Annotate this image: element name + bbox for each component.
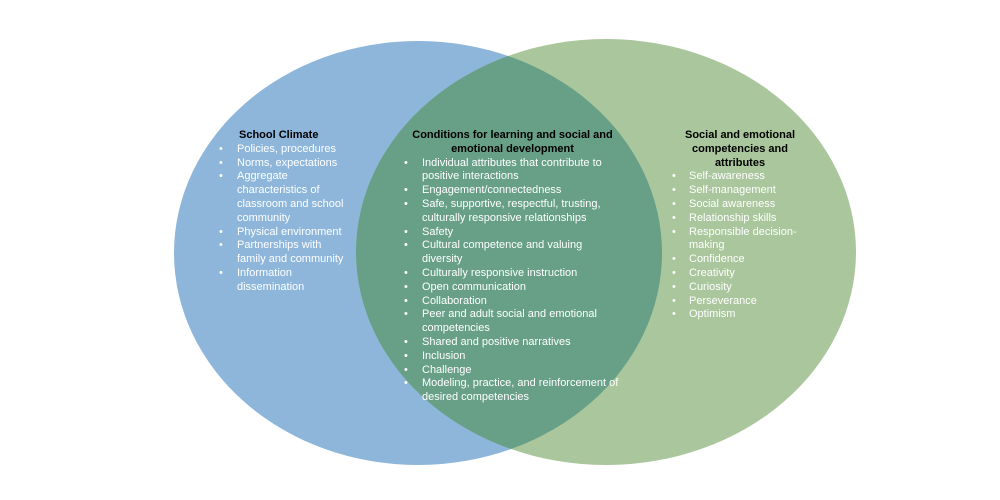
list-item: • Inclusion <box>400 350 625 364</box>
list-item-text: Cultural competence and valuing diversit… <box>422 239 583 266</box>
list-item-text: Inclusion <box>422 349 466 362</box>
list-item: • Individual attributes that contribute t… <box>400 157 625 185</box>
list-item: • Challenge <box>400 364 625 378</box>
list-item-text: Norms, expectations <box>237 156 338 169</box>
list-item: • Physical environment <box>215 226 350 240</box>
list-item-text: Open communication <box>422 280 526 293</box>
list-item: • Creativity <box>670 267 810 281</box>
bullet-icon: • <box>404 156 408 169</box>
list-item-text: Self-management <box>689 184 776 197</box>
list-item-text: Peer and adult social and emotional comp… <box>422 308 597 335</box>
bullet-icon: • <box>219 239 223 252</box>
conditions-for-learning-overlap <box>356 41 662 465</box>
list-item: • Perseverance <box>670 295 810 309</box>
competencies-panel: Social and emotional competencies and at… <box>670 129 810 322</box>
school-climate-title: School Climate <box>239 129 319 141</box>
list-item-text: Policies, procedures <box>237 142 337 155</box>
bullet-icon: • <box>672 308 676 321</box>
bullet-icon: • <box>672 197 676 210</box>
list-item: • Safe, supportive, respectful, trusting,… <box>400 198 625 226</box>
list-item: • Self-management <box>670 184 810 198</box>
conditions-panel: Conditions for learning and social and e… <box>400 129 625 405</box>
list-item-text: Shared and positive narratives <box>422 335 571 348</box>
list-item: • Modeling, practice, and reinforcement o… <box>400 377 625 405</box>
bullet-icon: • <box>672 184 676 197</box>
bullet-icon: • <box>219 266 223 279</box>
bullet-icon: • <box>672 266 676 279</box>
bullet-icon: • <box>672 253 676 266</box>
list-item: • Responsible decision-making <box>670 226 810 254</box>
list-item-text: Safety <box>422 225 454 238</box>
bullet-icon: • <box>672 225 676 238</box>
list-item: • Self-awareness <box>670 170 810 184</box>
bullet-icon: • <box>404 349 408 362</box>
list-item-text: Responsible decision-making <box>689 225 797 252</box>
competencies-list: • Self-awareness • Self-management • Social a… <box>670 170 810 322</box>
list-item-text: Individual attributes that contribute to… <box>422 156 602 183</box>
competencies-title: Social and emotional competencies and at… <box>684 129 796 169</box>
list-item-text: Relationship skills <box>689 211 777 224</box>
list-item: • Collaboration <box>400 295 625 309</box>
list-item-text: Self-awareness <box>689 170 765 183</box>
bullet-icon: • <box>404 239 408 252</box>
school-climate-panel: School Climate • Policies, procedures • Nor… <box>215 129 350 295</box>
list-item: • Open communication <box>400 281 625 295</box>
bullet-icon: • <box>404 184 408 197</box>
bullet-icon: • <box>672 280 676 293</box>
bullet-icon: • <box>404 225 408 238</box>
bullet-icon: • <box>404 377 408 390</box>
list-item-text: Perseverance <box>689 294 757 307</box>
bullet-icon: • <box>219 156 223 169</box>
list-item-text: Physical environment <box>237 225 342 238</box>
list-item: • Relationship skills <box>670 212 810 226</box>
school-climate-list: • Policies, procedures • Norms, expectation… <box>215 143 350 295</box>
list-item-text: Partnerships with family and community <box>237 239 344 266</box>
list-item: • Culturally responsive instruction <box>400 267 625 281</box>
list-item: • Social awareness <box>670 198 810 212</box>
list-item-text: Culturally responsive instruction <box>422 266 578 279</box>
bullet-icon: • <box>404 335 408 348</box>
bullet-icon: • <box>404 197 408 210</box>
bullet-icon: • <box>404 308 408 321</box>
bullet-icon: • <box>219 170 223 183</box>
conditions-list: • Individual attributes that contribute t… <box>400 157 625 405</box>
list-item: • Cultural competence and valuing diversi… <box>400 239 625 267</box>
list-item-text: Safe, supportive, respectful, trusting, … <box>422 197 601 224</box>
list-item: • Norms, expectations <box>215 157 350 171</box>
list-item: • Shared and positive narratives <box>400 336 625 350</box>
list-item: • Engagement/connectedness <box>400 184 625 198</box>
list-item-text: Modeling, practice, and reinforcement of… <box>422 377 619 404</box>
list-item-text: Social awareness <box>689 197 776 210</box>
bullet-icon: • <box>404 363 408 376</box>
list-item-text: Creativity <box>689 266 735 279</box>
bullet-icon: • <box>219 142 223 155</box>
list-item-text: Challenge <box>422 363 472 376</box>
list-item-text: Curiosity <box>689 280 732 293</box>
list-item-text: Information dissemination <box>237 266 305 293</box>
list-item: • Curiosity <box>670 281 810 295</box>
list-item: • Safety <box>400 226 625 240</box>
bullet-icon: • <box>404 266 408 279</box>
list-item-text: Collaboration <box>422 294 487 307</box>
list-item-text: Confidence <box>689 253 745 266</box>
bullet-icon: • <box>672 211 676 224</box>
list-item: • Aggregate characteristics of classroom … <box>215 170 350 225</box>
list-item-text: Optimism <box>689 308 736 321</box>
bullet-icon: • <box>672 170 676 183</box>
list-item: • Peer and adult social and emotional com… <box>400 308 625 336</box>
list-item: • Confidence <box>670 253 810 267</box>
list-item-text: Engagement/connectedness <box>422 184 562 197</box>
bullet-icon: • <box>219 225 223 238</box>
list-item: • Information dissemination <box>215 267 350 295</box>
list-item: • Partnerships with family and community <box>215 239 350 267</box>
conditions-title: Conditions for learning and social and e… <box>412 129 613 155</box>
bullet-icon: • <box>672 294 676 307</box>
bullet-icon: • <box>404 294 408 307</box>
list-item-text: Aggregate characteristics of classroom a… <box>237 170 344 224</box>
list-item: • Optimism <box>670 308 810 322</box>
list-item: • Policies, procedures <box>215 143 350 157</box>
bullet-icon: • <box>404 280 408 293</box>
